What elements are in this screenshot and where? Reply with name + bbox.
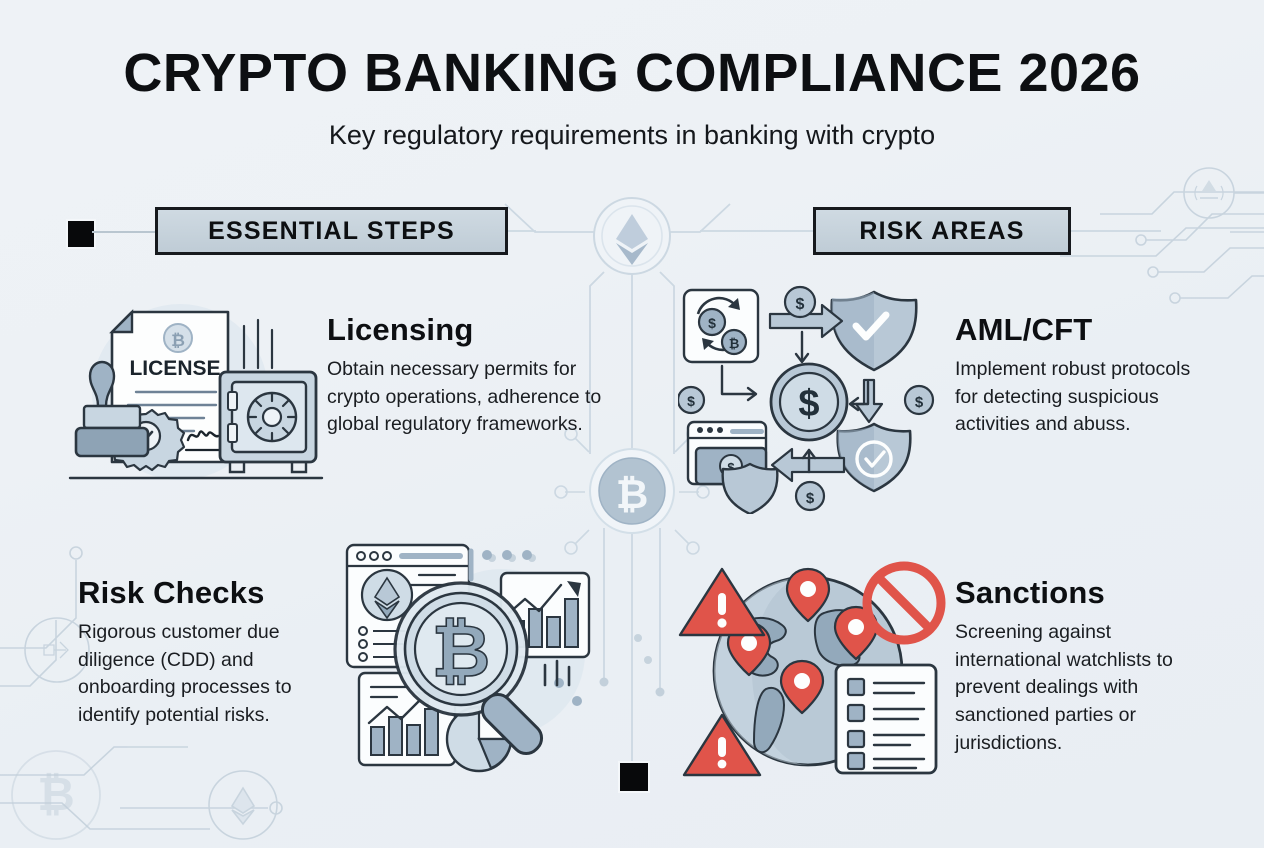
- svg-text:$: $: [708, 315, 716, 331]
- end-marker-square: [618, 761, 650, 793]
- section-label-risk-areas: RISK AREAS: [859, 216, 1025, 245]
- item-risk-checks: Risk Checks Rigorous customer due dilige…: [78, 575, 350, 730]
- item-heading-aml-cft: AML/CFT: [955, 312, 1093, 347]
- license-document-stamp-safe-illustration: ₿ LICENSE: [68, 304, 324, 480]
- item-sanctions: Sanctions Screening against internationa…: [955, 575, 1213, 757]
- page-title: CRYPTO BANKING COMPLIANCE 2026: [123, 43, 1141, 103]
- svg-text:₿: ₿: [729, 336, 740, 351]
- item-heading-risk-checks: Risk Checks: [78, 575, 265, 610]
- svg-text:$: $: [727, 460, 735, 475]
- svg-text:₿: ₿: [37, 768, 75, 820]
- item-body-aml-cft: Implement robust protocols for detecting…: [955, 358, 1191, 436]
- ethereum-node-decoration: [593, 197, 671, 275]
- section-header-risk-areas[interactable]: RISK AREAS: [813, 207, 1071, 255]
- money-flow-shields-illustration: $ ₿ $ $: [678, 285, 935, 514]
- connector-line-left: [92, 231, 155, 233]
- magnifier-bitcoin-charts-illustration: ₿: [345, 543, 591, 773]
- start-marker-square: [66, 219, 96, 249]
- item-body-sanctions: Screening against international watchlis…: [955, 621, 1173, 754]
- item-heading-sanctions: Sanctions: [955, 575, 1105, 610]
- section-label-essential-steps: ESSENTIAL STEPS: [208, 216, 455, 245]
- svg-text:$: $: [687, 393, 695, 409]
- svg-text:$: $: [796, 296, 805, 313]
- svg-text:₿: ₿: [432, 612, 491, 692]
- item-aml-cft: AML/CFT Implement robust protocols for d…: [955, 312, 1203, 439]
- svg-text:₿: ₿: [616, 473, 649, 517]
- svg-text:₿: ₿: [171, 331, 185, 350]
- item-licensing: Licensing Obtain necessary permits for c…: [327, 312, 605, 439]
- section-header-essential-steps[interactable]: ESSENTIAL STEPS: [155, 207, 508, 255]
- page-subtitle: Key regulatory requirements in banking w…: [328, 120, 936, 150]
- item-body-licensing: Obtain necessary permits for crypto oper…: [327, 358, 602, 436]
- svg-text:$: $: [806, 490, 815, 507]
- license-document-label: LICENSE: [129, 357, 220, 380]
- item-heading-licensing: Licensing: [327, 312, 474, 347]
- globe-pins-warning-checklist-illustration: [678, 561, 946, 777]
- svg-text:$: $: [798, 383, 819, 425]
- svg-text:$: $: [915, 394, 924, 411]
- item-body-risk-checks: Rigorous customer due diligence (CDD) an…: [78, 621, 292, 727]
